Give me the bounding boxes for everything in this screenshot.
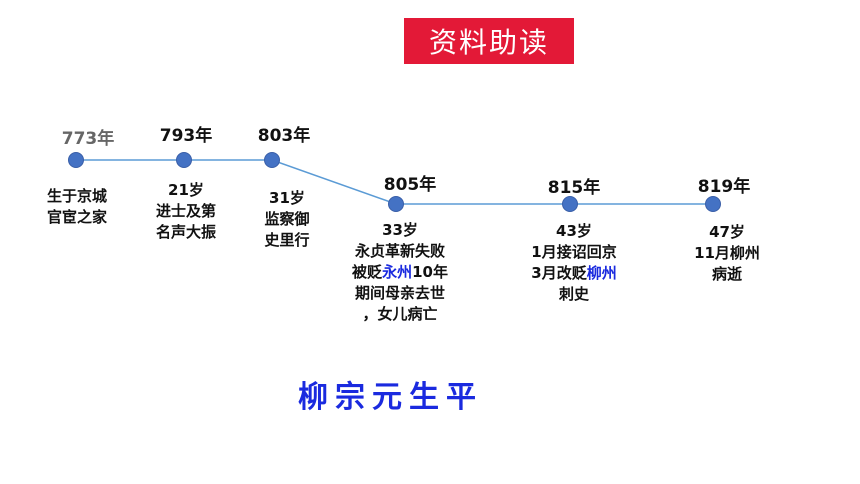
year-793: 793年	[159, 126, 213, 146]
event-815-line-liuzhou: 3月改贬柳州	[531, 264, 617, 282]
timeline-dot-803	[264, 152, 280, 168]
place-yongzhou: 永州	[382, 263, 413, 281]
banner-title: 资料助读	[404, 18, 574, 64]
place-liuzhou: 柳州	[586, 264, 617, 282]
timeline-dot-819	[705, 196, 721, 212]
event-815-desc: 43岁 1月接诏回京 3月改贬柳州 刺史	[531, 222, 617, 303]
year-803: 803年	[257, 126, 311, 146]
event-805-desc: 33岁 永贞革新失败 被贬永州10年 期间母亲去世 ，女儿病亡	[352, 221, 448, 323]
year-773: 773年	[61, 129, 115, 149]
event-773-desc: 生于京城 官宦之家	[46, 187, 108, 226]
year-805: 805年	[383, 175, 437, 195]
diagram-title: 柳宗元生平	[298, 380, 483, 415]
event-805-line-yongzhou: 被贬永州10年	[352, 263, 448, 281]
timeline-dot-793	[176, 152, 192, 168]
timeline-dot-773	[68, 152, 84, 168]
year-815: 815年	[547, 178, 601, 198]
timeline-dot-815	[562, 196, 578, 212]
event-819-desc: 47岁 11月柳州 病逝	[694, 223, 760, 283]
timeline-dot-805	[388, 196, 404, 212]
event-793-desc: 21岁 进士及第 名声大振	[155, 181, 217, 241]
year-819: 819年	[697, 177, 751, 197]
event-803-desc: 31岁 监察御 史里行	[264, 189, 310, 249]
